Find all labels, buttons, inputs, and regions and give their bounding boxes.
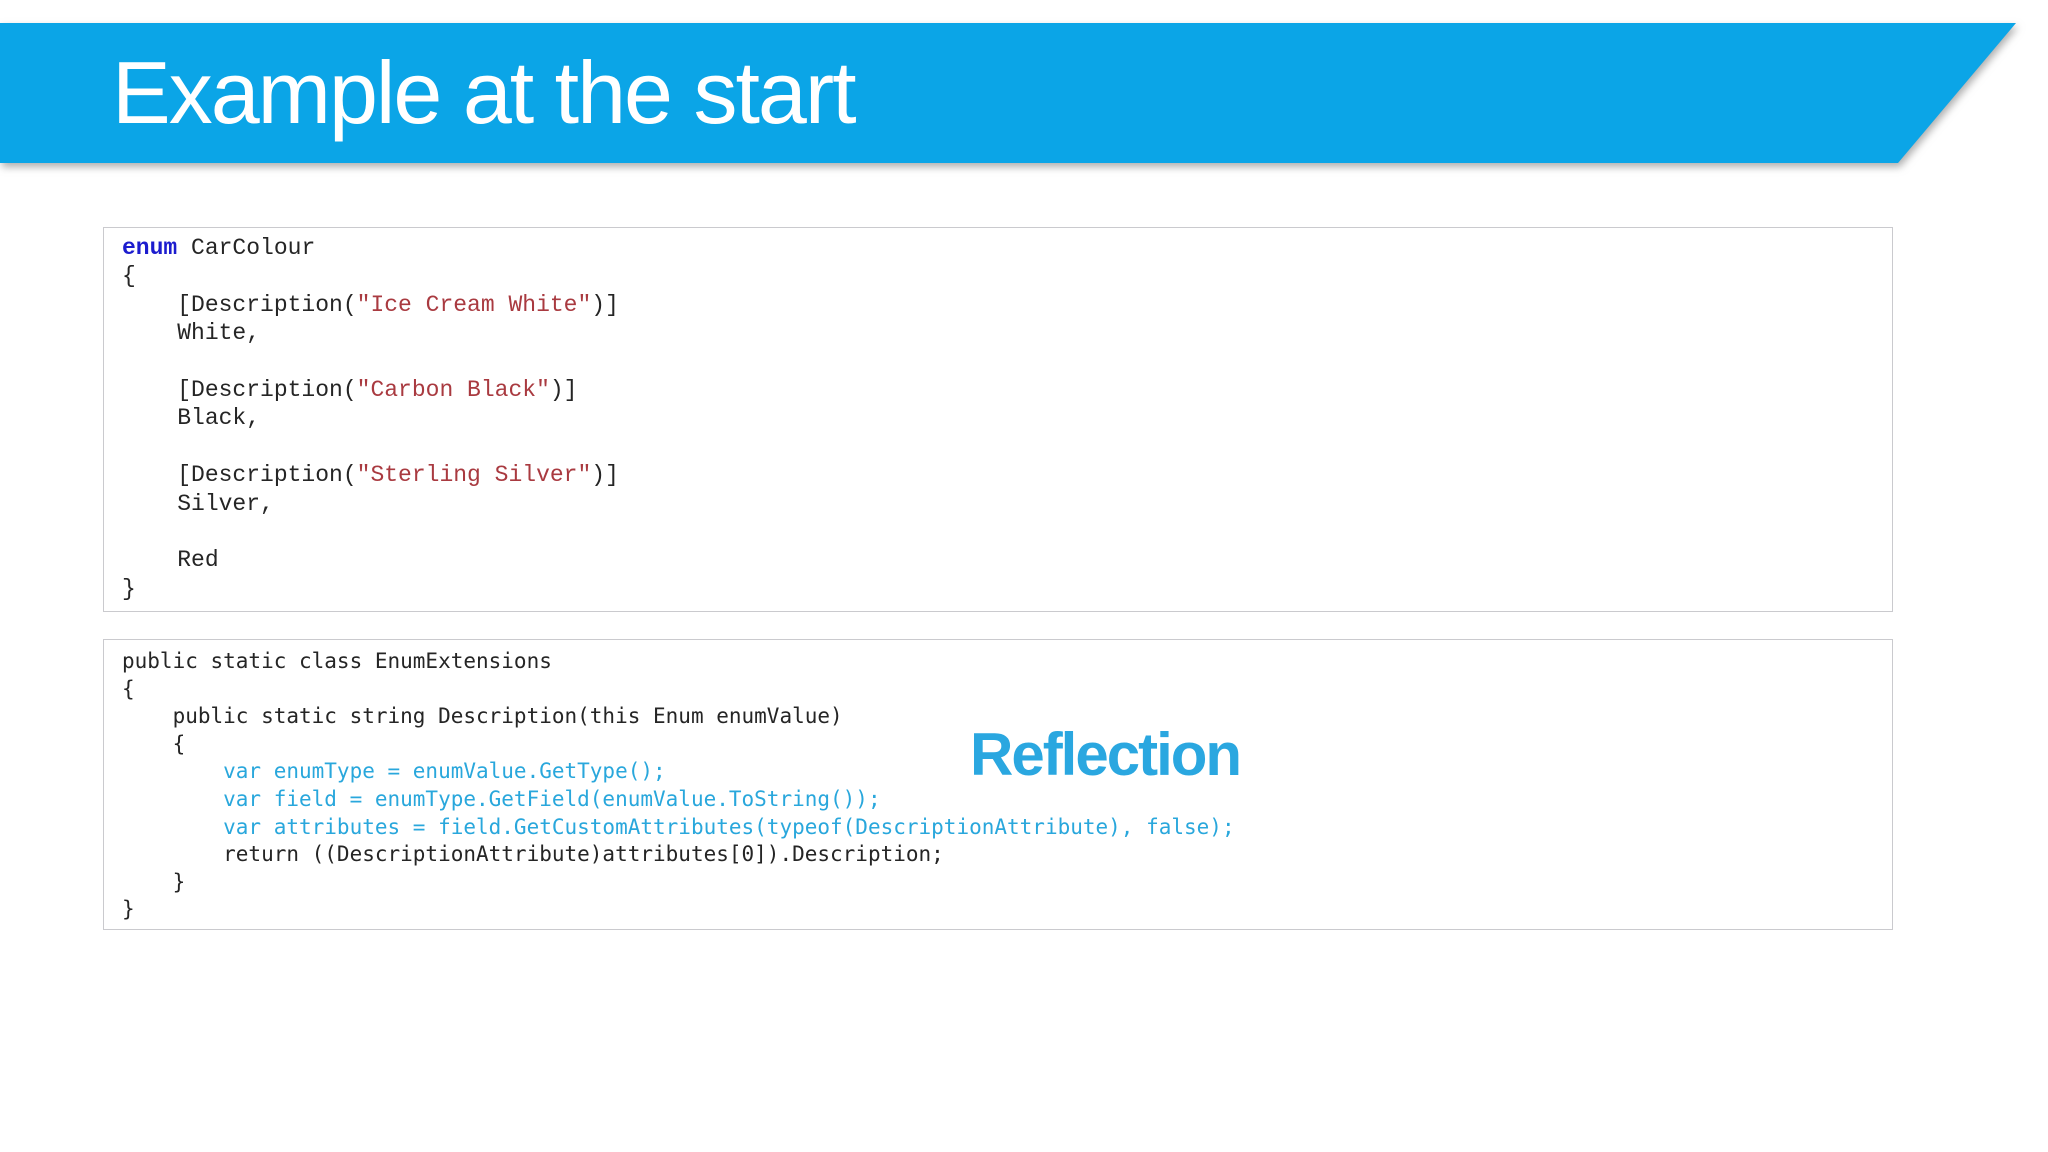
code-line: Red — [122, 546, 1892, 574]
code-line: } — [122, 869, 1892, 897]
code-line: { — [122, 731, 1892, 759]
code-segment: )] — [591, 462, 619, 489]
code-segment: var attributes = field.GetCustomAttribut… — [122, 814, 1235, 839]
code-line: [Description("Sterling Silver")] — [122, 461, 1892, 489]
code-segment: { — [122, 676, 135, 701]
code-segment: } — [122, 869, 186, 894]
code-line: } — [122, 896, 1892, 924]
enum-code-listing: enum CarColour{ [Description("Ice Cream … — [104, 228, 1892, 603]
code-segment: "Ice Cream White" — [356, 291, 592, 318]
code-line — [122, 518, 1892, 546]
code-segment: return ((DescriptionAttribute)attributes… — [122, 842, 944, 867]
code-segment: } — [122, 575, 136, 602]
code-line: [Description("Ice Cream White")] — [122, 291, 1892, 319]
code-segment: { — [122, 263, 136, 290]
code-line: var enumType = enumValue.GetType(); — [122, 758, 1892, 786]
code-segment: CarColour — [177, 235, 316, 261]
code-segment: } — [122, 897, 135, 922]
code-line — [122, 348, 1892, 376]
code-line: public static string Description(this En… — [122, 703, 1892, 731]
code-segment: var enumType = enumValue.GetType(); — [122, 759, 666, 784]
code-segment: White, — [122, 320, 261, 347]
code-segment: [Description( — [122, 462, 357, 489]
code-line: return ((DescriptionAttribute)attributes… — [122, 841, 1892, 869]
extensions-code-block: public static class EnumExtensions { publ… — [103, 639, 1893, 930]
code-segment: [Description( — [122, 377, 357, 404]
slide-title: Example at the start — [112, 43, 855, 142]
code-segment: "Sterling Silver" — [356, 462, 592, 489]
code-line: Silver, — [122, 490, 1892, 518]
code-line — [122, 433, 1892, 461]
code-line: { — [122, 262, 1892, 290]
code-line: var attributes = field.GetCustomAttribut… — [122, 814, 1892, 842]
code-line: White, — [122, 319, 1892, 347]
code-segment: var field = enumType.GetField(enumValue.… — [122, 786, 881, 811]
code-segment: public static string Description(this En… — [122, 704, 843, 729]
code-segment: { — [122, 731, 186, 756]
code-segment: Silver, — [122, 490, 274, 517]
code-segment: Red — [122, 547, 219, 574]
code-segment: "Carbon Black" — [356, 377, 550, 404]
code-line: public static class EnumExtensions — [122, 648, 1892, 676]
title-banner-shape: Example at the start — [0, 23, 2016, 163]
code-segment: Black, — [122, 405, 261, 432]
code-line: enum CarColour — [122, 234, 1892, 262]
code-line: var field = enumType.GetField(enumValue.… — [122, 786, 1892, 814]
code-segment: )] — [549, 377, 578, 404]
extensions-code-listing: public static class EnumExtensions { publ… — [104, 640, 1892, 924]
code-segment: public static class EnumExtensions — [122, 649, 552, 673]
code-line: [Description("Carbon Black")] — [122, 376, 1892, 404]
title-banner: Example at the start — [0, 23, 2016, 163]
enum-code-block: enum CarColour{ [Description("Ice Cream … — [103, 227, 1893, 612]
code-line: Black, — [122, 404, 1892, 432]
reflection-label: Reflection — [970, 721, 1242, 788]
code-line: { — [122, 676, 1892, 704]
code-segment: )] — [591, 291, 619, 318]
code-line: } — [122, 575, 1892, 603]
code-segment: enum — [122, 235, 178, 261]
code-segment: [Description( — [122, 291, 357, 318]
